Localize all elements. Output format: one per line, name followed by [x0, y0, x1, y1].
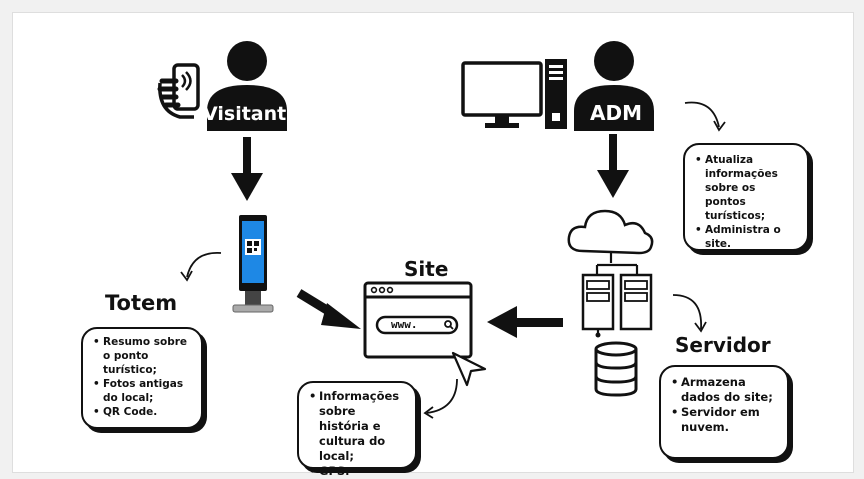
desktop-computer-icon	[461, 59, 567, 129]
site-info-list: Informações sobre história e cultura do …	[307, 389, 407, 479]
smartphone-nfc-icon	[157, 63, 200, 119]
totem-info-card: Resumo sobre o ponto turístico; Fotos an…	[81, 327, 203, 429]
cloud-icon	[567, 209, 654, 263]
curved-arrow-icon	[684, 101, 726, 132]
list-item: Administra o site.	[695, 223, 799, 251]
visitor-label: Visitante	[203, 103, 300, 125]
site-info-card: Informações sobre história e cultura do …	[297, 381, 417, 479]
admin-label: ADM	[590, 101, 642, 125]
database-icon	[594, 341, 638, 397]
server-info-card: Armazena dados do site; Servidor em nuve…	[659, 365, 789, 459]
server-info-list: Armazena dados do site; Servidor em nuve…	[669, 375, 779, 435]
curved-arrow-icon	[180, 252, 222, 282]
admin-info-card: Atualiza informações sobre os pontos tur…	[683, 143, 809, 251]
visitor-person-icon	[207, 41, 287, 131]
curved-arrow-icon	[672, 294, 707, 333]
curved-arrow-icon	[423, 378, 458, 419]
arrow-down-icon	[597, 134, 629, 198]
list-item: Informações sobre história e cultura do …	[309, 389, 407, 464]
server-title: Servidor	[675, 333, 771, 357]
arrow-left-icon	[487, 306, 563, 338]
totem-title: Totem	[105, 291, 178, 315]
browser-window-icon	[363, 281, 487, 387]
list-item: Atualiza informações sobre os pontos tur…	[695, 153, 799, 223]
list-item: Armazena dados do site;	[671, 375, 779, 405]
admin-info-list: Atualiza informações sobre os pontos tur…	[693, 153, 799, 251]
list-item: GPS.	[309, 464, 407, 479]
list-item: Fotos antigas do local;	[93, 377, 193, 405]
server-rack-icon	[581, 263, 653, 338]
totem-info-list: Resumo sobre o ponto turístico; Fotos an…	[91, 335, 193, 419]
list-item: Servidor em nuvem.	[671, 405, 779, 435]
admin-person-icon	[574, 41, 654, 131]
arrow-down-icon	[231, 137, 263, 201]
site-title: Site	[404, 257, 449, 281]
list-item: Resumo sobre o ponto turístico;	[93, 335, 193, 377]
list-item: QR Code.	[93, 405, 193, 419]
site-url-text: www.	[391, 318, 418, 331]
arrow-diagonal-icon	[296, 289, 361, 329]
diagram-canvas: Visitante ADM	[12, 12, 854, 479]
kiosk-qr-icon	[232, 215, 274, 313]
